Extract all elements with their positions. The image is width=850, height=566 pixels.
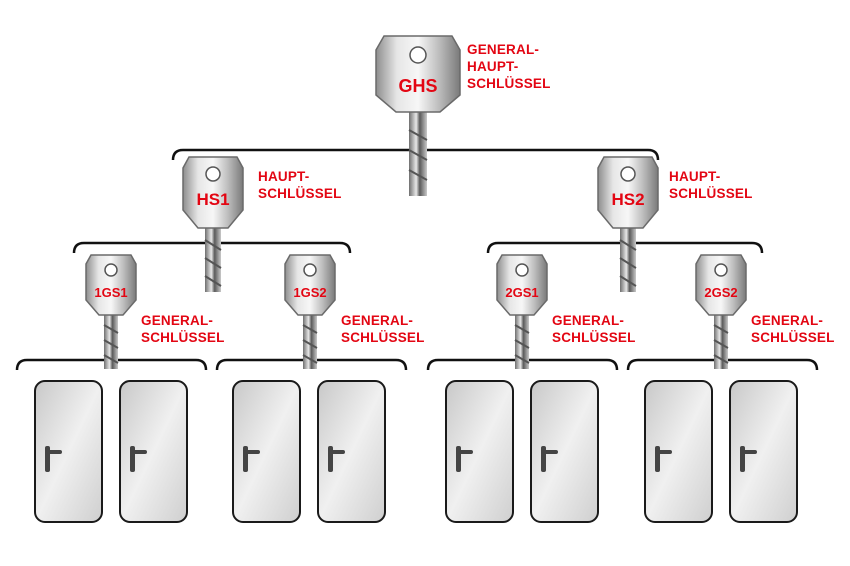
door	[445, 380, 514, 523]
door-handle-icon	[243, 446, 260, 472]
door	[34, 380, 103, 523]
label-1gs1: GENERAL- SCHLÜSSEL	[141, 313, 225, 345]
key-hs2-code: HS2	[611, 190, 644, 209]
door	[317, 380, 386, 523]
door-group-2gs2	[644, 380, 798, 523]
key-2gs2-code: 2GS2	[704, 285, 737, 300]
key-ghs: GHS	[375, 35, 461, 196]
door-handle-icon	[328, 446, 345, 472]
label-hs2: HAUPT- SCHLÜSSEL	[669, 169, 753, 201]
key-2gs1: 2GS1	[496, 254, 548, 369]
key-ghs-code: GHS	[398, 76, 437, 96]
label-ghs: GENERAL- HAUPT- SCHLÜSSEL	[467, 42, 551, 91]
door-handle-icon	[740, 446, 757, 472]
key-2gs1-code: 2GS1	[505, 285, 538, 300]
door-handle-icon	[541, 446, 558, 472]
door	[644, 380, 713, 523]
key-2gs2: 2GS2	[695, 254, 747, 369]
key-hs1-code: HS1	[196, 190, 229, 209]
key-1gs1: 1GS1	[85, 254, 137, 369]
door-handle-icon	[45, 446, 62, 472]
door	[530, 380, 599, 523]
door	[232, 380, 301, 523]
door-handle-icon	[655, 446, 672, 472]
key-hs2: HS2	[597, 156, 659, 292]
door-group-1gs1	[34, 380, 188, 523]
door-group-1gs2	[232, 380, 386, 523]
label-2gs1: GENERAL- SCHLÜSSEL	[552, 313, 636, 345]
label-1gs2: GENERAL- SCHLÜSSEL	[341, 313, 425, 345]
key-1gs1-code: 1GS1	[94, 285, 127, 300]
door-group-2gs1	[445, 380, 599, 523]
door	[119, 380, 188, 523]
label-hs1: HAUPT- SCHLÜSSEL	[258, 169, 342, 201]
key-hs1: HS1	[182, 156, 244, 292]
key-1gs2-code: 1GS2	[293, 285, 326, 300]
door-handle-icon	[130, 446, 147, 472]
key-1gs2: 1GS2	[284, 254, 336, 369]
door-handle-icon	[456, 446, 473, 472]
label-2gs2: GENERAL- SCHLÜSSEL	[751, 313, 835, 345]
door	[729, 380, 798, 523]
